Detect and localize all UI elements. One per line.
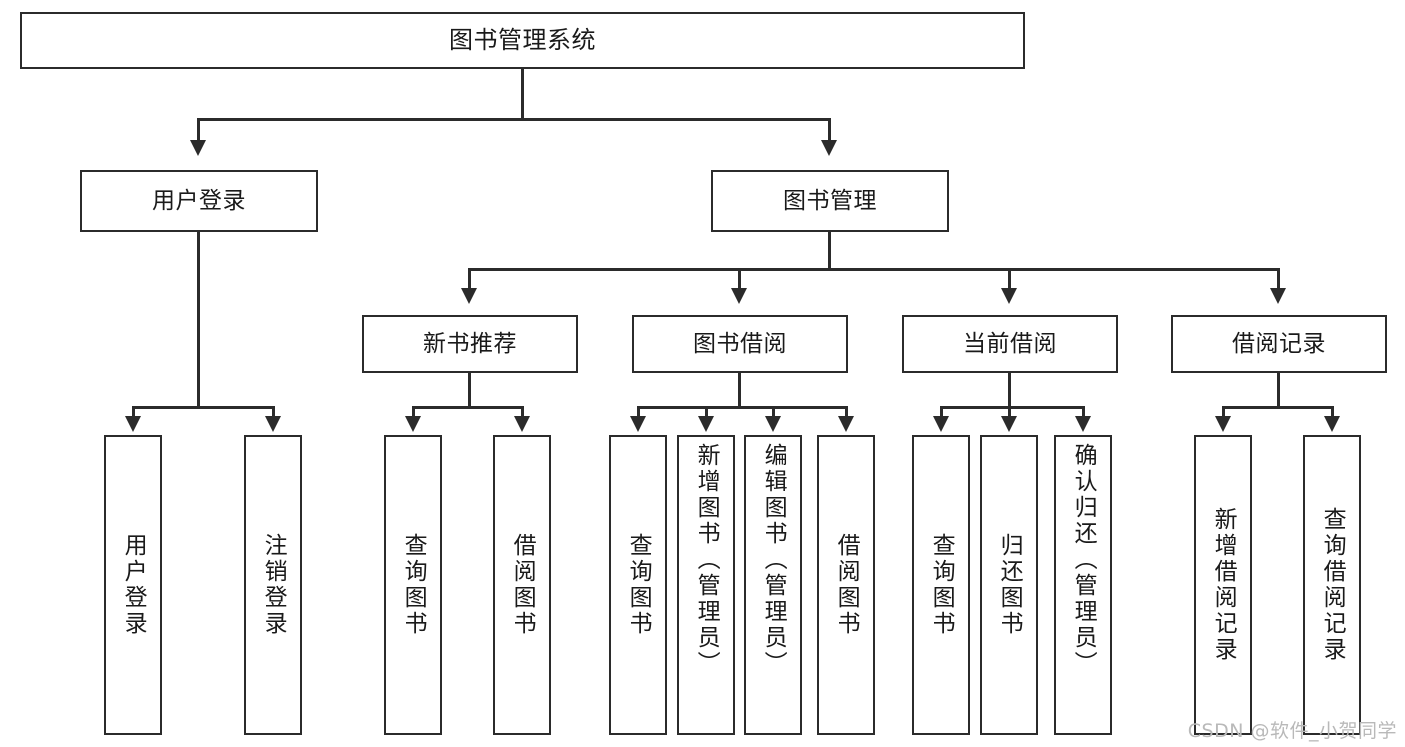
arrow-to-leaf-confirm-return <box>1075 416 1091 432</box>
connector-borrow-record-bus <box>1222 406 1334 409</box>
node-current-borrow-label: 当前借阅 <box>963 330 1057 357</box>
leaf-query-book-2-label: 查询图书 <box>625 533 652 637</box>
arrow-to-borrow-record <box>1270 288 1286 304</box>
connector-root-drop-left <box>197 118 200 142</box>
arrow-to-leaf-return-book <box>1001 416 1017 432</box>
connector-br-drop-2 <box>1331 406 1334 418</box>
leaf-logout-login[interactable]: 注销登录 <box>244 435 302 735</box>
node-root[interactable]: 图书管理系统 <box>20 12 1025 69</box>
connector-book-manage-bus <box>468 268 1280 271</box>
connector-user-login-drop-1 <box>132 406 135 418</box>
leaf-borrow-book-1[interactable]: 借阅图书 <box>493 435 551 735</box>
connector-br-drop-1 <box>1222 406 1225 418</box>
node-book-manage-label: 图书管理 <box>783 187 877 214</box>
arrow-to-leaf-borrow-book-1 <box>514 416 530 432</box>
connector-book-manage-stem <box>828 232 831 268</box>
connector-root-stem <box>521 69 524 118</box>
connector-bb-drop-2 <box>705 406 708 418</box>
arrow-to-leaf-query-book-2 <box>630 416 646 432</box>
leaf-return-book-label: 归还图书 <box>996 533 1023 637</box>
arrow-to-leaf-edit-book <box>765 416 781 432</box>
arrow-to-leaf-add-record <box>1215 416 1231 432</box>
arrow-to-leaf-query-book-1 <box>405 416 421 432</box>
node-current-borrow[interactable]: 当前借阅 <box>902 315 1118 373</box>
leaf-logout-login-label: 注销登录 <box>260 533 287 637</box>
connector-l3-drop-3 <box>1008 268 1011 290</box>
leaf-borrow-book-1-label: 借阅图书 <box>509 533 536 637</box>
leaf-query-book-1-label: 查询图书 <box>400 533 427 637</box>
leaf-query-record-label: 查询借阅记录 <box>1319 507 1346 663</box>
arrow-to-leaf-user-login <box>125 416 141 432</box>
leaf-edit-book[interactable]: 编辑图书（管理员） <box>744 435 802 735</box>
connector-user-login-drop-2 <box>272 406 275 418</box>
connector-user-login-bus <box>132 406 275 409</box>
leaf-confirm-return[interactable]: 确认归还（管理员） <box>1054 435 1112 735</box>
connector-new-book-rec-bus <box>412 406 524 409</box>
arrow-to-leaf-query-book-3 <box>933 416 949 432</box>
connector-cb-drop-3 <box>1082 406 1085 418</box>
connector-cb-drop-1 <box>940 406 943 418</box>
connector-cb-drop-2 <box>1008 406 1011 418</box>
connector-root-drop-right <box>828 118 831 142</box>
node-user-login-label: 用户登录 <box>152 187 246 214</box>
node-book-borrow-label: 图书借阅 <box>693 330 787 357</box>
arrow-to-leaf-query-record <box>1324 416 1340 432</box>
connector-l3-drop-1 <box>468 268 471 290</box>
connector-nbr-drop-2 <box>521 406 524 418</box>
node-borrow-record-label: 借阅记录 <box>1232 330 1326 357</box>
leaf-confirm-return-label: 确认归还（管理员） <box>1070 443 1097 677</box>
node-new-book-rec-label: 新书推荐 <box>423 330 517 357</box>
connector-nbr-drop-1 <box>412 406 415 418</box>
arrow-to-book-borrow <box>731 288 747 304</box>
leaf-edit-book-label: 编辑图书（管理员） <box>760 443 787 677</box>
leaf-return-book[interactable]: 归还图书 <box>980 435 1038 735</box>
arrow-to-leaf-borrow-book-2 <box>838 416 854 432</box>
connector-bb-drop-4 <box>845 406 848 418</box>
node-root-label: 图书管理系统 <box>449 25 596 54</box>
node-borrow-record[interactable]: 借阅记录 <box>1171 315 1387 373</box>
node-book-borrow[interactable]: 图书借阅 <box>632 315 848 373</box>
leaf-query-book-3[interactable]: 查询图书 <box>912 435 970 735</box>
arrow-to-leaf-logout-login <box>265 416 281 432</box>
connector-l3-drop-4 <box>1277 268 1280 290</box>
connector-book-borrow-bus <box>637 406 848 409</box>
leaf-user-login[interactable]: 用户登录 <box>104 435 162 735</box>
leaf-user-login-label: 用户登录 <box>120 533 147 637</box>
connector-bb-drop-3 <box>772 406 775 418</box>
connector-current-borrow-stem <box>1008 373 1011 408</box>
connector-l3-drop-2 <box>738 268 741 290</box>
leaf-query-book-1[interactable]: 查询图书 <box>384 435 442 735</box>
leaf-add-book[interactable]: 新增图书（管理员） <box>677 435 735 735</box>
arrow-to-leaf-add-book <box>698 416 714 432</box>
arrow-to-new-book-rec <box>461 288 477 304</box>
leaf-borrow-book-2-label: 借阅图书 <box>833 533 860 637</box>
arrow-to-current-borrow <box>1001 288 1017 304</box>
leaf-borrow-book-2[interactable]: 借阅图书 <box>817 435 875 735</box>
leaf-query-book-2[interactable]: 查询图书 <box>609 435 667 735</box>
connector-bb-drop-1 <box>637 406 640 418</box>
connector-borrow-record-stem <box>1277 373 1280 408</box>
leaf-add-record[interactable]: 新增借阅记录 <box>1194 435 1252 735</box>
connector-user-login-stem <box>197 232 200 406</box>
node-new-book-rec[interactable]: 新书推荐 <box>362 315 578 373</box>
leaf-query-record[interactable]: 查询借阅记录 <box>1303 435 1361 735</box>
node-book-manage[interactable]: 图书管理 <box>711 170 949 232</box>
leaf-add-book-label: 新增图书（管理员） <box>693 443 720 677</box>
node-user-login[interactable]: 用户登录 <box>80 170 318 232</box>
connector-current-borrow-bus <box>940 406 1085 409</box>
connector-new-book-rec-stem <box>468 373 471 408</box>
leaf-add-record-label: 新增借阅记录 <box>1210 507 1237 663</box>
connector-root-bus <box>197 118 831 121</box>
arrow-to-user-login <box>190 140 206 156</box>
connector-book-borrow-stem <box>738 373 741 408</box>
arrow-to-book-manage <box>821 140 837 156</box>
leaf-query-book-3-label: 查询图书 <box>928 533 955 637</box>
